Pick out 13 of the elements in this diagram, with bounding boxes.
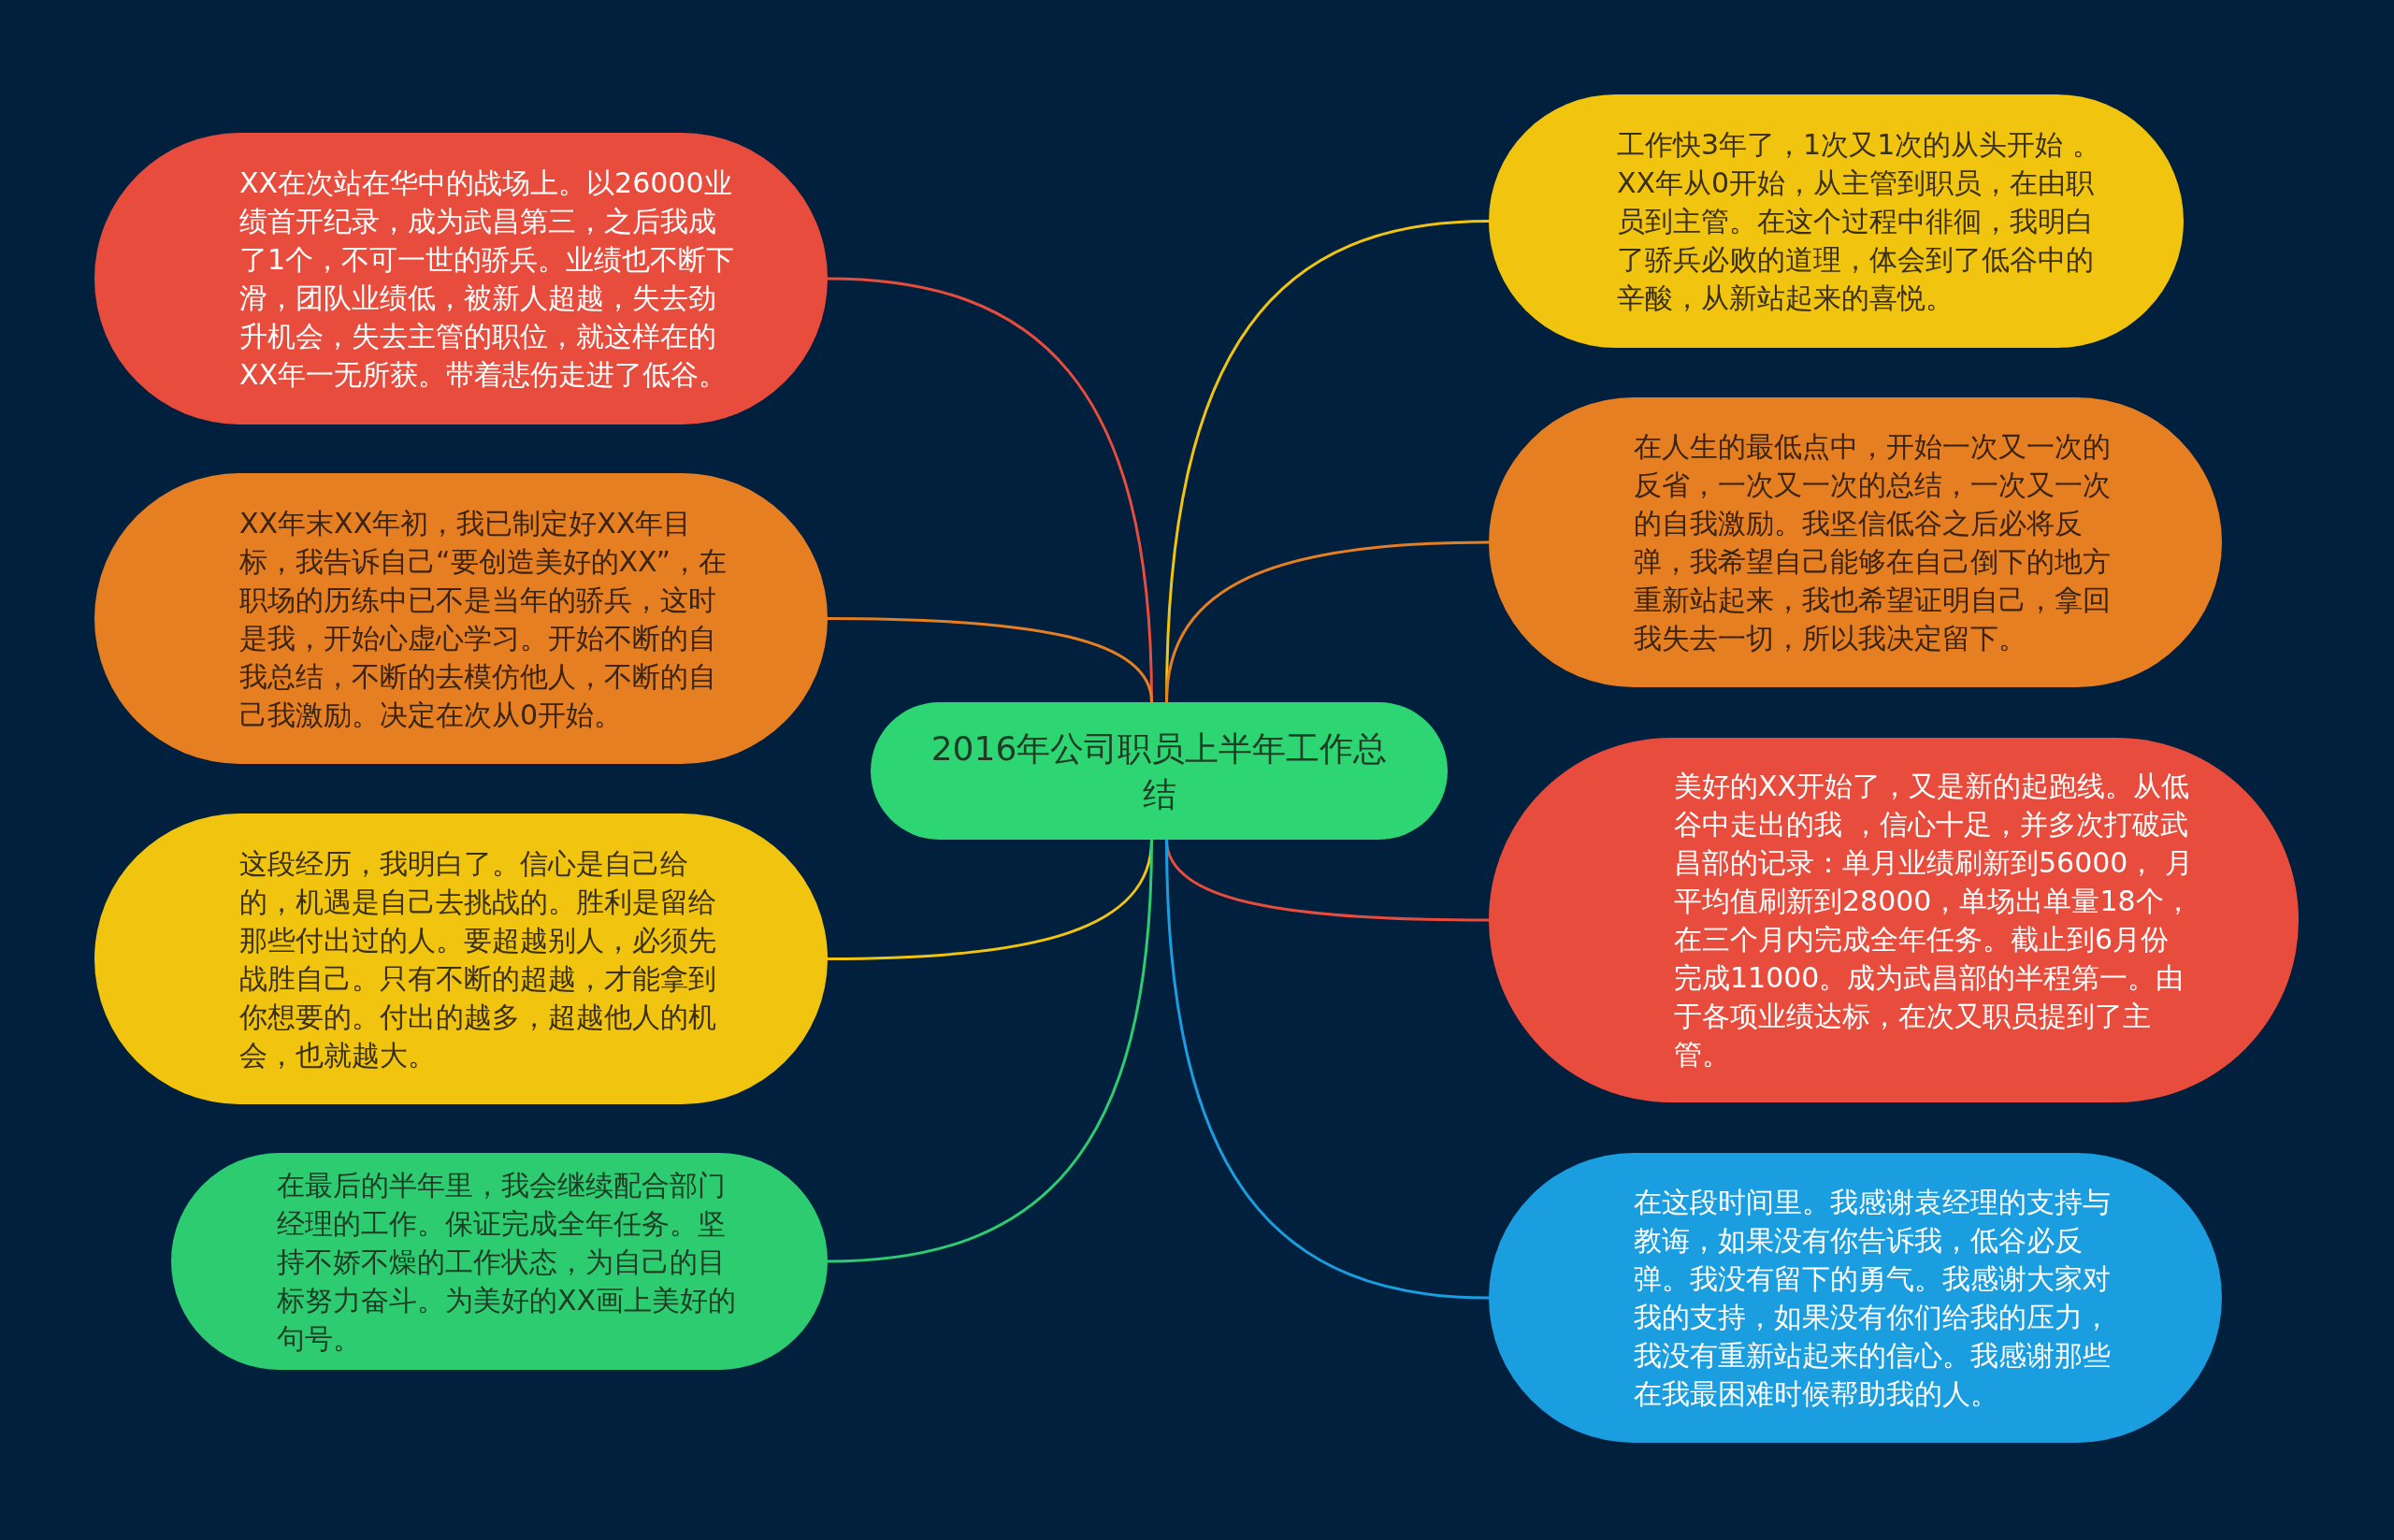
topic-title: 2016年公司职员上半年工作总结 [930,727,1389,815]
paragraph-text: 这段经历，我明白了。信心是自己给的，机遇是自己去挑战的。胜利是留给那些付出过的人。要超越别人，必须先战胜自己。只有不断的超越，才能拿到你想要的。付出的越多，超越他人的机会，也就越大。 [239,845,717,1073]
paragraph-text: XX年末XX年初，我已制定好XX年目标，我告诉自己“要创造美好的XX”，在职场的历练中已不是当年的骄兵，这时是我，开始心虚心学习。开始不断的自我总结，不断的去模仿他人，不断的自己我激励。决定在次从0开始。 [239,505,728,733]
paragraph-text: 在最后的半年里，我会继续配合部门经理的工作。保证完成全年任务。坚持不娇不燥的工作状态，为自己的目标努力奋斗。为美好的XX画上美好的句号。 [277,1167,738,1357]
connector-line [827,839,1153,1263]
paragraph-text: XX在次站在华中的战场上。以26000业绩首开纪录，成为武昌第三，之后我成了1个，不可一世的骄兵。业绩也不断下滑，团队业绩低，被新人超越，失去劲升机会，失去主管的职位，就这样在的XX年一无所获。带着悲伤走进了低谷。 [239,166,736,393]
paragraph-text: 在人生的最低点中，开始一次又一次的反省，一次又一次的总结，一次又一次的自我激励。我坚信低谷之后必将反弹，我希望自己能够在自己倒下的地方重新站起来，我也希望证明自己，拿回我失去一切，所以我决定留下。 [1634,429,2112,656]
paragraph-text: 在这段时间里。我感谢袁经理的支持与教诲，如果没有你告诉我，低谷必反弹。我没有留下的勇气。我感谢大家对我的支持，如果没有你们给我的压力，我没有重新站起来的信心。我感谢那些在我最困难时候帮助我的人。 [1634,1185,2112,1412]
paragraph-text: 美好的XX开始了，又是新的起跑线。从低谷中走出的我 ，信心十足，并多次打破武昌部的记录：单月业绩刷新到56000， 月平均值刷新到28000，单场出单量18个，在三个月内完成全年任务。截止到6月份完成11000。成为武昌部的半程第一。由于各项业绩达标，在次又职员提到了主管。 [1674,769,2194,1072]
connector-line [828,617,1153,703]
connector-line [1165,839,1490,1300]
paragraph-text: 工作快3年了，1次又1次的从头开始 。XX年从0开始，从主管到职员，在由职员到主管。在这个过程中徘徊，我明白了骄兵必败的道理，体会到了低谷中的辛酸，从新站起来的喜悦。 [1617,127,2101,316]
connector-line [1165,540,1490,703]
